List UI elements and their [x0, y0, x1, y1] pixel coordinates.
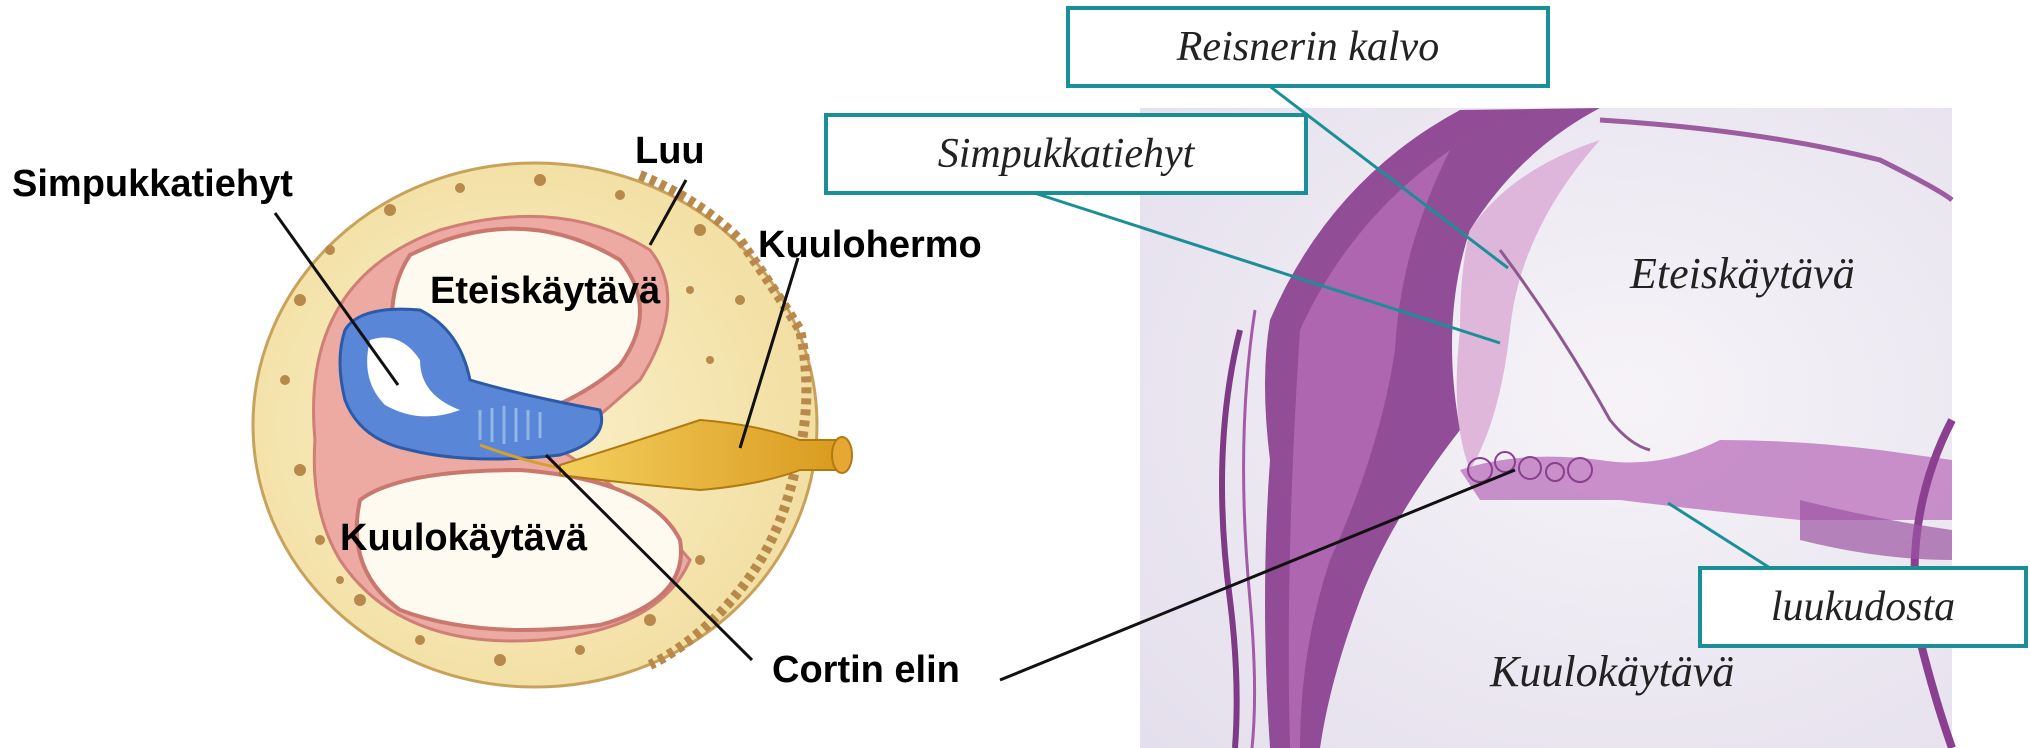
callout-simpukkatiehyt: Simpukkatiehyt [826, 115, 1306, 193]
callout-luukudosta: luukudosta [1700, 568, 2026, 646]
callout-simpukkatiehyt-text: Simpukkatiehyt [938, 131, 1196, 177]
callout-reisnerin-kalvo: Reisnerin kalvo [1068, 8, 1548, 86]
callout-luukudosta-text: luukudosta [1771, 584, 1955, 630]
label-eteiskaytava: Eteiskäytävä [430, 270, 661, 312]
callout-reisnerin-kalvo-text: Reisnerin kalvo [1176, 24, 1439, 70]
nerve-end [832, 437, 852, 473]
micro-label-kuulokaytava: Kuulokäytävä [1489, 647, 1734, 696]
cochlea-illustration: Simpukkatiehyt Luu Kuulohermo Eteiskäytä… [12, 130, 982, 691]
label-luu: Luu [635, 130, 705, 172]
histology-micrograph: Reisnerin kalvo Simpukkatiehyt luukudost… [826, 8, 2026, 748]
label-simpukkatiehyt: Simpukkatiehyt [12, 163, 293, 205]
label-kuulokaytava: Kuulokäytävä [340, 517, 588, 559]
micro-label-eteiskaytava: Eteiskäytävä [1629, 249, 1855, 298]
label-kuulohermo: Kuulohermo [758, 224, 982, 266]
label-cortin-elin: Cortin elin [772, 649, 960, 691]
